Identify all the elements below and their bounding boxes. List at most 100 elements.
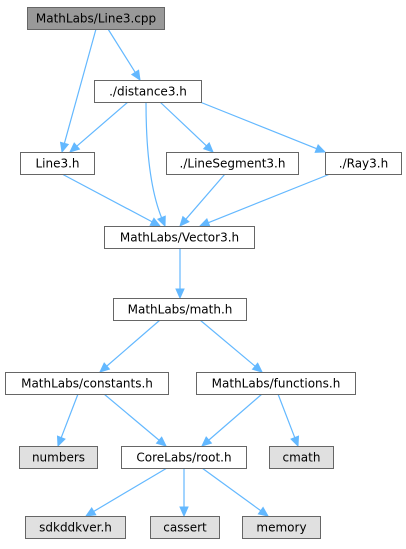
edge-functions-to-cmath <box>277 393 300 448</box>
edge-line <box>159 101 208 147</box>
edges-layer <box>56 28 331 518</box>
edge-line <box>207 393 263 442</box>
edge-distance3-to-ray3 <box>199 101 327 153</box>
node-box <box>121 446 247 469</box>
node-box <box>20 152 95 175</box>
node-vector3[interactable]: MathLabs/Vector3.h <box>104 226 255 249</box>
edge-math-to-functions <box>199 319 263 373</box>
node-box <box>325 152 402 175</box>
node-label: ./LineSegment3.h <box>180 157 286 171</box>
node-cmath: cmath <box>269 446 334 469</box>
edge-arrow-head <box>314 144 327 153</box>
node-box <box>104 226 255 249</box>
edge-arrow-head <box>202 142 214 153</box>
edge-arrow-head <box>251 362 263 373</box>
edge-line <box>201 467 262 512</box>
node-functions[interactable]: MathLabs/functions.h <box>196 372 356 395</box>
node-label: memory <box>256 521 306 535</box>
edge-arrow-head <box>56 435 66 448</box>
node-box <box>5 372 169 395</box>
edge-linesegment3-to-vector3 <box>179 173 226 227</box>
edge-arrow-head <box>179 506 189 518</box>
node-constants[interactable]: MathLabs/constants.h <box>5 372 169 395</box>
node-line3h[interactable]: Line3.h <box>20 152 95 175</box>
node-cassert: cassert <box>150 516 220 539</box>
node-label: MathLabs/Vector3.h <box>120 231 239 245</box>
edge-arrow-head <box>179 215 190 227</box>
edge-line <box>60 393 79 439</box>
edge-line <box>277 393 296 439</box>
edge-line <box>75 101 129 148</box>
edge-distance3-to-line3h <box>69 101 129 153</box>
node-box <box>150 516 220 539</box>
node-label: MathLabs/functions.h <box>212 377 341 391</box>
edge-constants-to-root <box>103 393 167 447</box>
edge-arrow-head <box>59 141 70 154</box>
edge-vector3-to-math <box>175 248 185 300</box>
edge-arrow-head <box>99 362 111 373</box>
edge-line <box>107 28 137 74</box>
node-math[interactable]: MathLabs/math.h <box>113 298 247 321</box>
node-label: cmath <box>283 451 321 465</box>
edge-arrow-head <box>84 507 97 517</box>
node-box <box>113 298 247 321</box>
node-label: CoreLabs/root.h <box>136 451 231 465</box>
node-label: cassert <box>163 521 207 535</box>
edge-distance3-to-linesegment3 <box>159 101 214 153</box>
node-linesegment3[interactable]: ./LineSegment3.h <box>166 152 299 175</box>
edge-line <box>145 101 163 219</box>
node-label: Line3.h <box>35 157 79 171</box>
edge-math-to-constants <box>99 319 161 373</box>
edge-arrow-head <box>69 142 81 153</box>
edge-line <box>92 467 168 513</box>
edge-root-to-memory <box>201 467 269 517</box>
node-ray3[interactable]: ./Ray3.h <box>325 152 402 175</box>
edge-line3cpp-to-line3h <box>59 28 97 154</box>
node-box <box>269 446 334 469</box>
node-root[interactable]: CoreLabs/root.h <box>121 446 247 469</box>
edge-root-to-cassert <box>179 468 189 518</box>
node-box <box>242 516 321 539</box>
edge-arrow-head <box>257 506 269 517</box>
node-distance3[interactable]: ./distance3.h <box>94 80 202 103</box>
node-label: ./Ray3.h <box>339 157 388 171</box>
node-numbers: numbers <box>19 446 98 469</box>
edge-ray3-to-vector3 <box>198 173 331 227</box>
edge-line3h-to-vector3 <box>61 173 162 227</box>
node-box <box>94 80 202 103</box>
edge-root-to-sdkddkver <box>84 467 168 517</box>
node-label: MathLabs/constants.h <box>21 377 153 391</box>
node-memory: memory <box>242 516 321 539</box>
edge-line <box>199 319 257 368</box>
edge-line <box>199 101 318 150</box>
node-box <box>196 372 356 395</box>
node-label: MathLabs/Line3.cpp <box>36 12 156 26</box>
edge-arrow-head <box>201 436 213 447</box>
edge-arrow-head <box>198 218 211 227</box>
node-box <box>19 446 98 469</box>
edge-constants-to-numbers <box>56 393 79 448</box>
edge-functions-to-root <box>201 393 263 447</box>
edge-arrow-head <box>130 69 141 82</box>
node-label: sdkddkver.h <box>39 521 112 535</box>
node-line3cpp[interactable]: MathLabs/Line3.cpp <box>27 7 165 30</box>
edge-line <box>105 319 161 368</box>
edge-arrow-head <box>156 215 166 228</box>
node-sdkddkver: sdkddkver.h <box>25 516 126 539</box>
node-label: MathLabs/math.h <box>128 303 233 317</box>
node-box <box>27 7 165 30</box>
node-box <box>166 152 299 175</box>
edge-line <box>103 393 161 442</box>
node-label: ./distance3.h <box>109 85 187 99</box>
edge-arrow-head <box>149 217 162 227</box>
edge-line3cpp-to-distance3 <box>107 28 141 82</box>
edge-distance3-to-vector3 <box>145 101 166 228</box>
node-box <box>25 516 126 539</box>
edge-arrow-head <box>290 435 300 448</box>
edge-line <box>63 28 97 145</box>
node-label: numbers <box>32 451 85 465</box>
edge-line <box>184 173 226 221</box>
edge-line <box>61 173 154 223</box>
